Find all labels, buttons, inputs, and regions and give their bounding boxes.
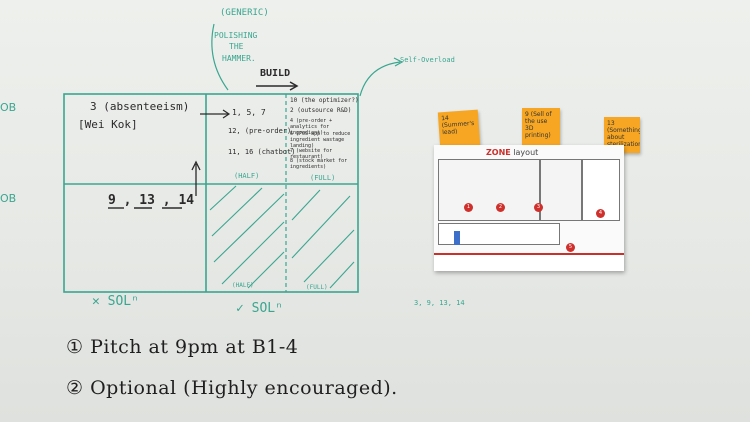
right-full-label: (FULL)	[310, 174, 336, 182]
polishing-line1: POLISHING	[214, 31, 258, 40]
bottom-full-label: (FULL)	[306, 284, 328, 291]
right-item: 8 (stock market for ingredients)	[290, 158, 348, 170]
todo-item-2: ② Optional (Highly encouraged).	[66, 377, 398, 399]
floor-plan-block	[438, 159, 540, 221]
polishing-line2: THE	[229, 42, 244, 51]
bottom-half-label: (HALF)	[232, 282, 254, 289]
location-pin: 3	[534, 203, 543, 212]
legend-swatch	[454, 231, 460, 245]
small-numbers-label: 3, 9, 13, 14	[414, 299, 465, 307]
mid-item: 12, (pre-order)	[228, 127, 292, 135]
zone-layout-poster: ZONE layout 1 2 3 4 5	[434, 145, 624, 271]
right-item: 7 (website for restaurant)	[290, 148, 333, 160]
location-pin: 4	[596, 209, 605, 218]
bottom-left-numbers: 9 , 13 , 14	[108, 193, 195, 208]
poster-title-rest: layout	[510, 148, 539, 157]
location-pin: 1	[464, 203, 473, 212]
self-overload-label: Self-Overload	[400, 56, 455, 64]
todo-number: ②	[66, 377, 84, 399]
mid-half-label: (HALF)	[234, 172, 260, 180]
poster-brand: ZONE	[486, 148, 511, 157]
poster-footer	[434, 253, 624, 271]
right-item: 4 (pre-order + analytics for ingredient)	[290, 118, 333, 136]
build-label: BUILD	[260, 68, 291, 79]
right-item: 10 (the optimizer?)	[290, 97, 359, 104]
polishing-line3: HAMMER.	[222, 54, 256, 63]
location-pin: 5	[566, 243, 575, 252]
sol-check-label: ✓ SOLⁿ	[236, 301, 283, 316]
todo-item-1: ① Pitch at 9pm at B1-4	[66, 336, 298, 358]
wei-kok-label: [Wei Kok]	[78, 118, 138, 131]
right-item: 2 (outsource R&D)	[290, 107, 352, 114]
floor-plan-block	[540, 159, 582, 221]
todo-text: Optional (Highly encouraged).	[90, 377, 398, 399]
sticky-note: 14 (Summer's lead)	[437, 109, 481, 149]
sticky-note: 9 (Sell of the use 3D printing)	[522, 108, 560, 146]
todo-number: ①	[66, 336, 84, 358]
todo-text: Pitch at 9pm at B1-4	[90, 336, 299, 358]
mid-item: 11, 16 (chatbot)	[228, 148, 296, 156]
sol-cross-label: ✕ SOLⁿ	[92, 294, 139, 309]
poster-title: ZONE layout	[486, 148, 538, 157]
location-pin: 2	[496, 203, 505, 212]
edge-label-bottom: OB	[0, 192, 17, 205]
right-item: 6 (POS app to reduce ingredient wastage …	[290, 131, 351, 149]
absenteeism-label: 3 (absenteeism)	[90, 100, 190, 113]
floor-plan-block	[438, 223, 560, 245]
mid-item: 1, 5, 7	[232, 108, 266, 117]
generic-label: (GENERIC)	[220, 8, 269, 18]
edge-label-top: OB	[0, 101, 17, 114]
